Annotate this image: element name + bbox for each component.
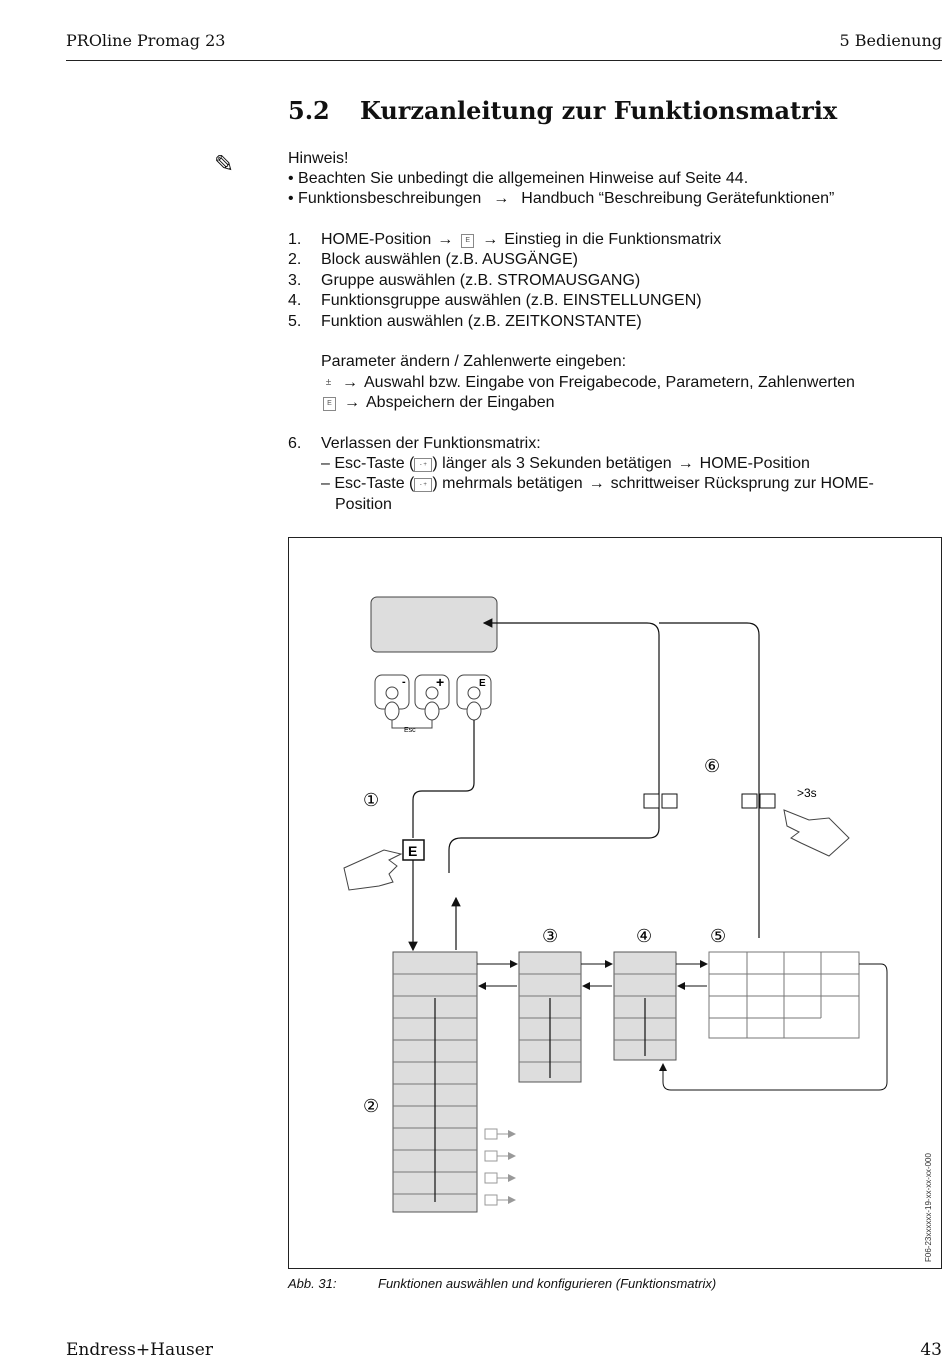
figure-code: F06-23xxxxxx-19-xx-xx-xx-000	[924, 1153, 933, 1262]
function-grid	[708, 951, 860, 1039]
header-product: PROline Promag 23	[66, 31, 226, 50]
step-number: 6.	[288, 435, 302, 452]
arrow-icon: →	[482, 231, 499, 248]
step-number: 2.	[288, 251, 302, 268]
step-5: Funktion auswählen (z.B. ZEITKONSTANTE)	[321, 313, 642, 330]
callout-3: ③	[542, 926, 558, 947]
function-matrix-diagram: - + E Esc E >3s ① ② ③ ④ ⑤	[343, 596, 888, 1213]
step-number: 5.	[288, 313, 302, 330]
note-title: Hinweis!	[288, 150, 349, 167]
arrow-icon: →	[677, 455, 694, 472]
enter-key-icon: E	[323, 397, 336, 411]
step-6-line-2-b: ) mehrmals betätigen	[432, 475, 583, 492]
section-title: Kurzanleitung zur Funktionsmatrix	[360, 96, 838, 125]
hand-press-icon	[343, 849, 403, 891]
section-heading: 5.2 Kurzanleitung zur Funktionsmatrix	[288, 96, 837, 125]
esc-key-icon: - +	[414, 478, 433, 492]
params-line-1: ± → Auswahl bzw. Eingabe von Freigabecode,…	[321, 373, 855, 393]
callout-4: ④	[636, 926, 652, 947]
minus-key-label: -	[402, 676, 406, 688]
step-1-text: HOME-Position	[321, 231, 432, 248]
keypad	[374, 674, 492, 729]
params-line-1-text: Auswahl bzw. Eingabe von Freigabecode, P…	[364, 374, 855, 391]
step-6-line-1: – Esc-Taste (- +) länger als 3 Sekunden …	[321, 454, 810, 474]
arrow-icon: →	[342, 374, 358, 391]
header-rule	[66, 60, 942, 61]
params-line-2: E → Abspeichern der Eingaben	[321, 393, 555, 413]
page-number: 43	[920, 1340, 942, 1360]
note-bullet-2-text: • Funktionsbeschreibungen	[288, 190, 482, 207]
arrow-icon: →	[588, 475, 605, 492]
esc-key-group-2	[741, 793, 776, 809]
step-6-title: Verlassen der Funktionsmatrix:	[321, 435, 541, 452]
step-1: HOME-Position → E → Einstieg in die Funktion…	[321, 230, 721, 250]
step-6-line-3: Position	[335, 496, 392, 513]
esc-key-group-1	[643, 793, 678, 809]
params-line-2-text: Abspeichern der Eingaben	[366, 394, 555, 411]
note-bullet-1: • Beachten Sie unbedingt die allgemeinen…	[288, 170, 749, 187]
arrow-icon: →	[344, 394, 360, 411]
step-6-line-2: – Esc-Taste (- +) mehrmals betätigen → sch…	[321, 474, 874, 494]
arrow-icon: →	[437, 231, 454, 248]
display-screen	[370, 596, 498, 653]
step-6-line-2-a: – Esc-Taste (	[321, 475, 415, 492]
step-6-line-1-c: HOME-Position	[699, 455, 810, 472]
callout-6: ⑥	[704, 756, 720, 777]
footer-brand: Endress+Hauser	[66, 1340, 213, 1360]
esc-key-label: Esc	[404, 727, 416, 734]
pencil-icon: ✎	[214, 151, 235, 178]
callout-2: ②	[363, 1096, 379, 1117]
step-6-line-2-c: schrittweiser Rücksprung zur HOME-	[610, 475, 874, 492]
step-number: 1.	[288, 231, 302, 248]
function-matrix-figure: - + E Esc E >3s ① ② ③ ④ ⑤	[288, 537, 942, 1269]
block-exit-arrows	[484, 1128, 516, 1206]
step-4: Funktionsgruppe auswählen (z.B. EINSTELL…	[321, 292, 702, 309]
step-number: 3.	[288, 272, 302, 289]
step-2: Block auswählen (z.B. AUSGÄNGE)	[321, 251, 578, 268]
note-bullet-2: • Funktionsbeschreibungen → Handbuch “Besc…	[288, 189, 834, 209]
enter-key-label: E	[479, 678, 486, 689]
step-6-line-1-a: – Esc-Taste (	[321, 455, 415, 472]
callout-5: ⑤	[710, 926, 726, 947]
step-1-target: Einstieg in die Funktionsmatrix	[504, 231, 722, 248]
plus-minus-key-icon: ±	[325, 377, 332, 388]
figure-caption: Abb. 31: Funktionen auswählen und konfigu…	[288, 1276, 716, 1291]
timer-label: >3s	[797, 786, 817, 800]
header-chapter: 5 Bedienung	[839, 31, 942, 50]
callout-1: ①	[363, 790, 379, 811]
step-3: Gruppe auswählen (z.B. STROMAUSGANG)	[321, 272, 641, 289]
step-6-line-1-b: ) länger als 3 Sekunden betätigen	[432, 455, 672, 472]
params-title: Parameter ändern / Zahlenwerte eingeben:	[321, 353, 627, 370]
plus-key-label: +	[436, 674, 444, 690]
note-bullet-2-ref: Handbuch “Beschreibung Gerätefunktionen”	[521, 190, 835, 207]
hand-hold-icon	[783, 809, 850, 857]
caption-label: Abb. 31:	[288, 1276, 337, 1291]
caption-text: Funktionen auswählen und konfigurieren (…	[378, 1276, 717, 1291]
section-number: 5.2	[288, 96, 330, 125]
enter-key-icon: E	[461, 234, 475, 248]
enter-button-label: E	[408, 843, 417, 859]
esc-key-icon: - +	[414, 458, 433, 472]
arrow-icon: →	[493, 190, 510, 207]
step-number: 4.	[288, 292, 302, 309]
